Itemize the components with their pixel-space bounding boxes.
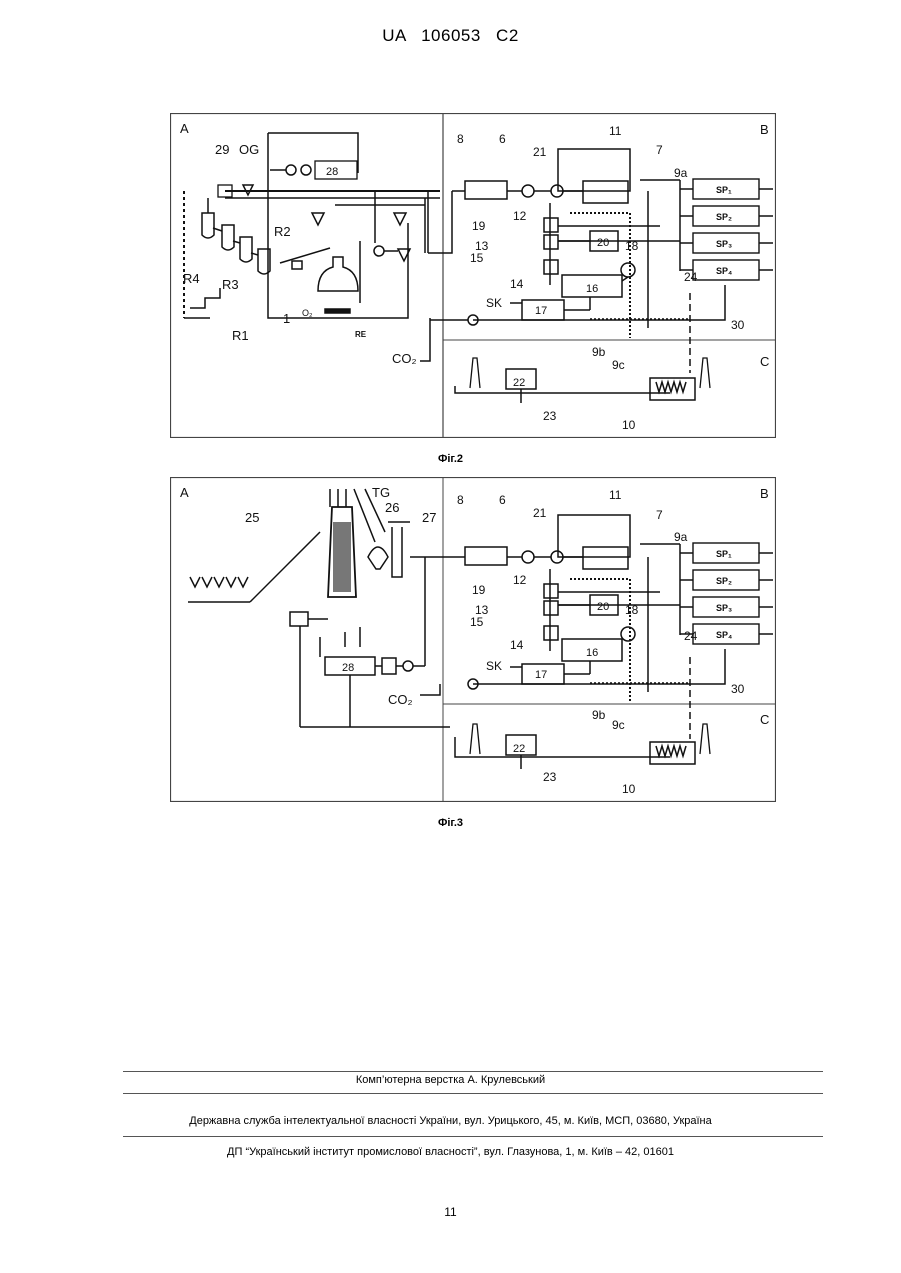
fig2-label-17: 17 bbox=[535, 305, 547, 317]
fig3-label-6: 6 bbox=[499, 493, 506, 507]
patent-number-header: UA 106053 C2 bbox=[0, 26, 901, 46]
fig2-label-19: 19 bbox=[472, 219, 486, 233]
fig2-label-9c: 9c bbox=[612, 358, 625, 372]
fig3-section-a: A bbox=[180, 485, 189, 500]
fig2-sp2: SP₂ bbox=[716, 212, 732, 222]
fig3-label-23: 23 bbox=[543, 770, 557, 784]
fig2-section-a: A bbox=[180, 121, 189, 136]
fig3-label-18: 18 bbox=[625, 603, 639, 617]
fig2-label-12: 12 bbox=[513, 209, 527, 223]
fig3-label-26: 26 bbox=[385, 500, 399, 515]
fig2-label-sk: SK bbox=[486, 296, 502, 310]
fig3-sp4: SP₄ bbox=[716, 630, 732, 640]
fig2-label-14: 14 bbox=[510, 277, 524, 291]
fig3-label-21: 21 bbox=[533, 506, 547, 520]
fig3-label-12: 12 bbox=[513, 573, 527, 587]
figure-2-caption: Фіг.2 bbox=[0, 453, 901, 465]
fig3-sp1: SP₁ bbox=[716, 549, 732, 559]
footer-rule-2 bbox=[123, 1093, 823, 1094]
fig3-section-c: C bbox=[760, 712, 769, 727]
fig2-label-15: 15 bbox=[470, 251, 484, 265]
fig2-label-18: 18 bbox=[625, 239, 639, 253]
fig3-label-9b: 9b bbox=[592, 708, 606, 722]
figure-3-caption: Фіг.3 bbox=[0, 817, 901, 829]
fig3-label-19: 19 bbox=[472, 583, 486, 597]
fig2-label-9b: 9b bbox=[592, 345, 606, 359]
fig3-label-27: 27 bbox=[422, 510, 436, 525]
fig2-label-23: 23 bbox=[543, 409, 557, 423]
fig3-label-7: 7 bbox=[656, 508, 663, 522]
fig3-label-25: 25 bbox=[245, 510, 259, 525]
fig2-sp1: SP₁ bbox=[716, 185, 732, 195]
fig3-sp3: SP₃ bbox=[716, 603, 732, 613]
fig2-label-re: RE bbox=[355, 330, 367, 339]
fig3-label-28: 28 bbox=[342, 662, 354, 674]
fig2-label-29: 29 bbox=[215, 142, 229, 157]
fig3-label-9a: 9a bbox=[674, 530, 688, 544]
fig2-label-r4: R4 bbox=[183, 271, 200, 286]
footer-agency: Державна служба інтелектуальної власност… bbox=[0, 1115, 901, 1127]
fig3-label-14: 14 bbox=[510, 638, 524, 652]
fig3-sp-boxes: SP₁ SP₂ SP₃ SP₄ bbox=[693, 543, 773, 644]
fig3-label-15: 15 bbox=[470, 615, 484, 629]
fig2-label-o2: O₂ bbox=[302, 308, 313, 318]
fig3-label-11: 11 bbox=[609, 488, 622, 502]
fig2-label-10: 10 bbox=[622, 418, 636, 432]
fig2-label-22: 22 bbox=[513, 377, 525, 389]
fig2-sp4: SP₄ bbox=[716, 266, 732, 276]
fig3-label-co2: CO₂ bbox=[388, 692, 413, 707]
fig3-label-17: 17 bbox=[535, 669, 547, 681]
footer-typesetting: Комп’ютерна верстка А. Крулевський bbox=[0, 1074, 901, 1086]
fig2-label-og: OG bbox=[239, 142, 259, 157]
fig3-label-20: 20 bbox=[597, 601, 609, 613]
fig2-label-9a: 9a bbox=[674, 166, 688, 180]
fig2-label-6: 6 bbox=[499, 132, 506, 146]
fig2-section-c: C bbox=[760, 354, 769, 369]
fig2-label-1: 1 bbox=[283, 311, 290, 326]
fig2-sp-boxes: SP₁ SP₂ SP₃ SP₄ bbox=[693, 179, 773, 280]
figure-2-diagram: A 29 OG 28 R2 R4 R3 R1 1 O₂ RE CO₂ bbox=[170, 113, 776, 438]
fig3-label-24: 24 bbox=[684, 629, 698, 643]
fig3-label-16: 16 bbox=[586, 647, 598, 659]
fig2-label-co2: CO₂ bbox=[392, 351, 417, 366]
fig3-label-22: 22 bbox=[513, 743, 525, 755]
figure-3-diagram: A TG 25 26 27 28 CO₂ bbox=[170, 477, 776, 802]
fig3-label-8: 8 bbox=[457, 493, 464, 507]
fig3-label-tg: TG bbox=[372, 485, 390, 500]
fig2-label-24: 24 bbox=[684, 270, 698, 284]
fig2-sp3: SP₃ bbox=[716, 239, 732, 249]
fig2-label-r3: R3 bbox=[222, 277, 239, 292]
fig2-label-30: 30 bbox=[731, 318, 745, 332]
fig2-label-r1: R1 bbox=[232, 328, 249, 343]
fig2-section-b: B bbox=[760, 122, 769, 137]
fig2-label-28: 28 bbox=[326, 166, 338, 178]
fig2-left-labels: A 29 OG 28 R2 R4 R3 R1 1 O₂ RE CO₂ bbox=[180, 121, 417, 366]
fig2-right-part bbox=[430, 149, 725, 403]
fig2-label-16: 16 bbox=[586, 283, 598, 295]
fig3-left-labels: A TG 25 26 27 28 CO₂ bbox=[180, 485, 436, 707]
fig3-section-b: B bbox=[760, 486, 769, 501]
footer-institute: ДП “Український інститут промислової вла… bbox=[0, 1146, 901, 1158]
fig2-label-r2: R2 bbox=[274, 224, 291, 239]
fig3-label-sk: SK bbox=[486, 659, 502, 673]
fig2-left-part bbox=[184, 133, 452, 361]
fig3-label-30: 30 bbox=[731, 682, 745, 696]
fig2-label-8: 8 bbox=[457, 132, 464, 146]
page-number: 11 bbox=[0, 1205, 901, 1219]
fig3-label-9c: 9c bbox=[612, 718, 625, 732]
fig2-label-20: 20 bbox=[597, 237, 609, 249]
fig3-sp2: SP₂ bbox=[716, 576, 732, 586]
fig2-label-7: 7 bbox=[656, 143, 663, 157]
footer-rule-3 bbox=[123, 1136, 823, 1137]
footer-rule-1 bbox=[123, 1071, 823, 1072]
fig2-label-11: 11 bbox=[609, 124, 622, 138]
fig2-label-21: 21 bbox=[533, 145, 547, 159]
fig3-label-10: 10 bbox=[622, 782, 636, 796]
